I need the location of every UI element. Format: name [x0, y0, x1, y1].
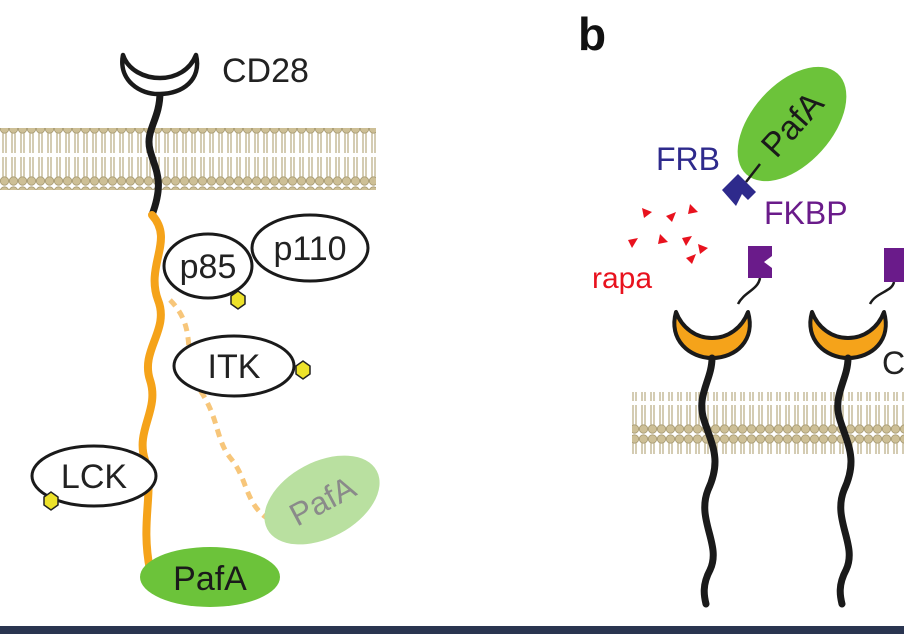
pafa-faded-node — [264, 455, 380, 545]
itk-label: ITK — [208, 348, 261, 386]
receptor-tail-1 — [698, 354, 719, 608]
membrane-a — [0, 128, 376, 190]
membrane-b — [632, 392, 904, 454]
fkbp-icon — [884, 248, 904, 282]
fkbp-linker-1 — [736, 277, 762, 305]
receptor-cut-label: C — [882, 345, 904, 381]
panel-a: CD28 p110 p85 ITK LCK PafA PafA — [0, 52, 380, 607]
p85-label: p85 — [180, 248, 237, 286]
rapa-icon — [698, 244, 708, 254]
rapa-icon — [666, 212, 676, 222]
frb-label: FRB — [656, 141, 720, 177]
fkbp-icon — [748, 246, 772, 278]
rapa-icon — [628, 238, 638, 248]
cd28-tail-black — [145, 88, 164, 219]
rapa-icon — [658, 234, 668, 244]
panel-b: b PafA FRB FKBP rapa C — [578, 8, 904, 608]
cd28-tail-orange — [138, 211, 165, 574]
rapa-icon — [686, 254, 696, 264]
faded-tail — [168, 298, 272, 523]
phospho-icon-lck — [43, 491, 59, 511]
phospho-icon-p85 — [230, 290, 246, 310]
phospho-icon-itk — [295, 360, 311, 380]
pafa-label: PafA — [173, 560, 247, 598]
pafa-node — [140, 547, 280, 607]
pafa-b-node — [737, 66, 847, 182]
receptor-tail-2 — [834, 354, 855, 608]
p110-node — [250, 213, 370, 283]
cd28-label: CD28 — [222, 52, 309, 90]
rapa-molecules — [628, 204, 708, 264]
p110-label: p110 — [273, 230, 346, 268]
lck-label: LCK — [61, 458, 127, 496]
frb-linker — [745, 163, 761, 183]
itk-node — [172, 334, 296, 398]
rapa-icon — [688, 204, 698, 214]
receptor-cup-icon — [808, 310, 888, 360]
fkbp-label: FKBP — [764, 195, 848, 231]
frb-icon — [722, 174, 756, 206]
receptor-cup-icon — [672, 310, 752, 360]
fkbp-linker-2 — [868, 281, 896, 305]
rapa-icon — [682, 236, 692, 246]
panel-b-letter: b — [578, 8, 606, 60]
lck-node — [30, 444, 158, 508]
cd28-receptor-icon — [120, 52, 200, 97]
rapa-icon — [642, 208, 652, 218]
bottom-border — [0, 626, 904, 634]
rapa-label: rapa — [592, 262, 652, 295]
p85-node — [162, 232, 254, 300]
